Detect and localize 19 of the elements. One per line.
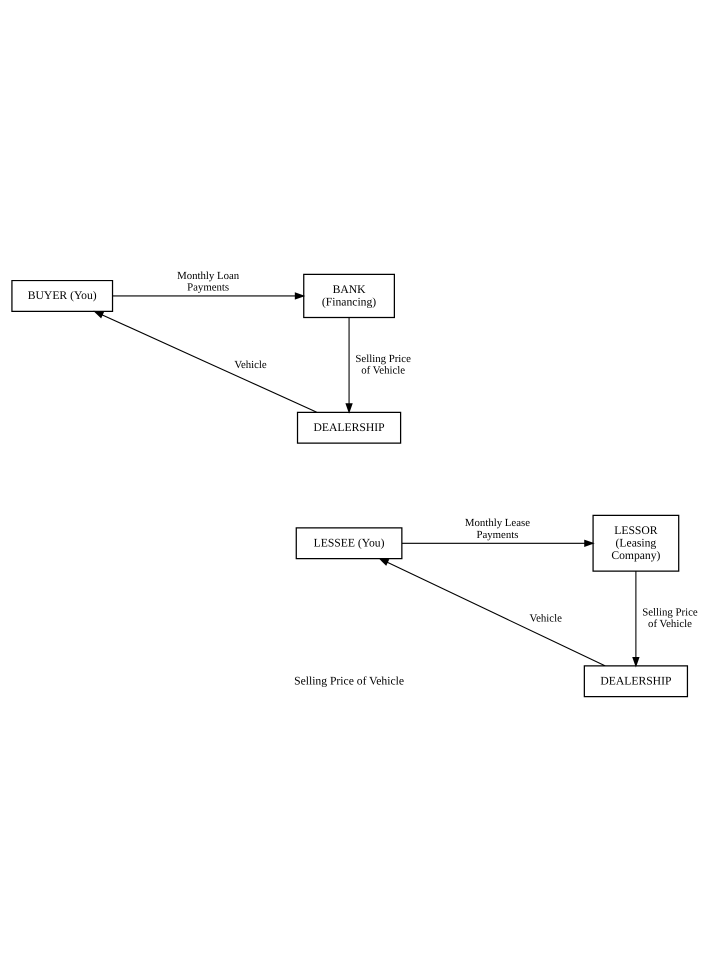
arrow (402, 539, 595, 546)
node-box: BANK (Financing) (303, 273, 395, 318)
arrow (632, 570, 640, 667)
edge-label: Selling Price of Vehicle (642, 606, 698, 630)
arrow (112, 292, 306, 300)
node-box: BUYER (You) (11, 279, 114, 312)
arrow (345, 317, 353, 414)
edge-label: Monthly Lease Payments (464, 516, 530, 540)
edge-label: Monthly Loan Payments (177, 269, 240, 293)
node-box: LESSEE (You) (296, 526, 402, 559)
edge-label: Selling Price of Vehicle (355, 352, 411, 376)
node-box: DEALERSHIP (296, 411, 402, 444)
edge-label: Vehicle (530, 612, 562, 624)
node-box: LESSOR (Leasing Company) (592, 514, 680, 572)
node-box: DEALERSHIP (584, 664, 688, 697)
arrow (93, 310, 318, 412)
label: Selling Price of Vehicle (294, 674, 404, 687)
arrow (378, 558, 606, 666)
edge-label: Vehicle (234, 358, 267, 370)
